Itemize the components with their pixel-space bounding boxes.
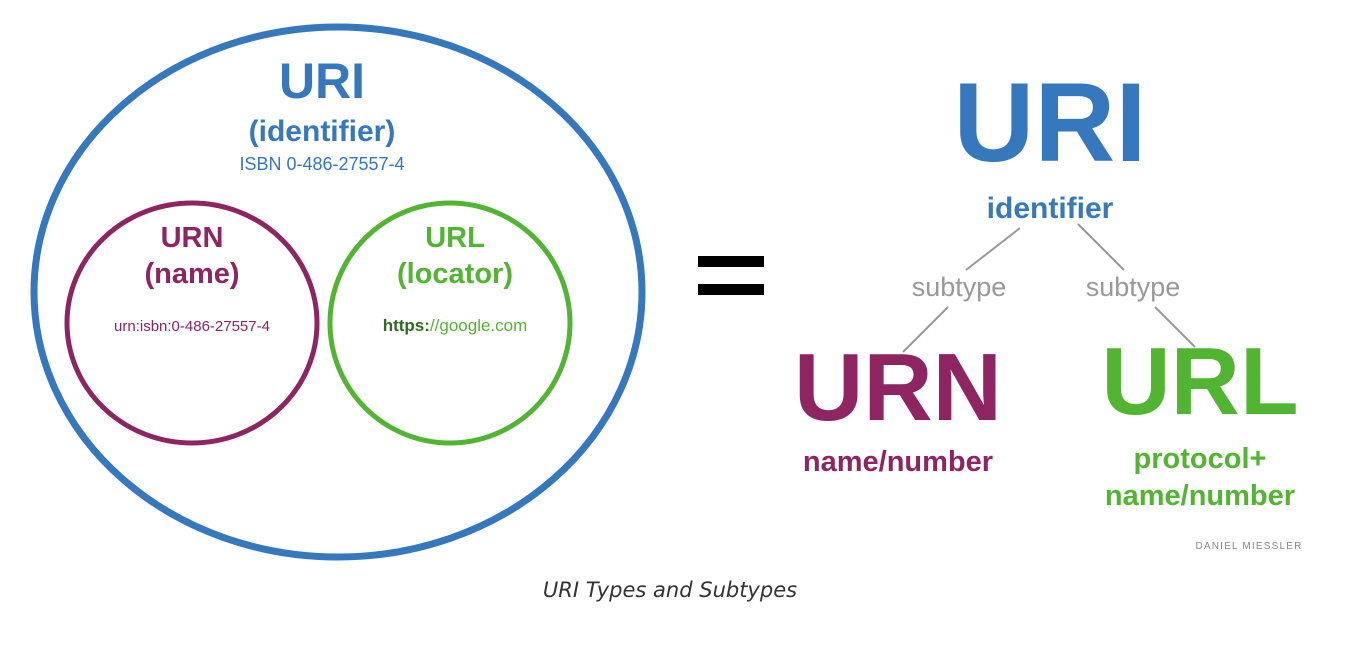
venn-urn-title: URN [161, 222, 224, 254]
tree-root-label: identifier [987, 192, 1114, 225]
tree-url: URL [1101, 328, 1298, 435]
subtype-right: subtype [1086, 272, 1181, 302]
edge-right-url [1154, 306, 1196, 348]
tree-urn-desc: name/number [803, 446, 993, 478]
venn-url-subtitle: (locator) [397, 258, 513, 290]
venn-uri-title: URI [279, 53, 365, 109]
tree-urn: URN [794, 334, 1002, 441]
url-example-protocol: https: [383, 316, 430, 335]
venn-url-example: https://google.com [383, 316, 528, 335]
equals-sign [698, 256, 764, 295]
venn-urn-example: urn:isbn:0-486-27557-4 [114, 318, 270, 335]
uri-circle [30, 23, 646, 561]
venn-uri-example: ISBN 0-486-27557-4 [239, 154, 404, 174]
venn-uri-subtitle: (identifier) [249, 115, 396, 148]
urn-circle [64, 200, 320, 446]
tree-url-desc-2: name/number [1105, 480, 1295, 512]
edge-root-left [965, 227, 1021, 271]
tree-url-desc-1: protocol+ [1134, 443, 1267, 475]
subtype-left: subtype [912, 272, 1007, 302]
figure-caption: URI Types and Subtypes [542, 578, 798, 602]
venn-url-title: URL [425, 222, 485, 254]
credit: DANIEL MIESSLER [1195, 541, 1302, 552]
edge-root-right [1077, 223, 1125, 271]
tree-root: URI [954, 60, 1147, 185]
url-circle [327, 200, 573, 446]
venn-urn-subtitle: (name) [144, 258, 239, 290]
edge-left-urn [902, 306, 949, 353]
url-example-rest: //google.com [430, 316, 527, 335]
